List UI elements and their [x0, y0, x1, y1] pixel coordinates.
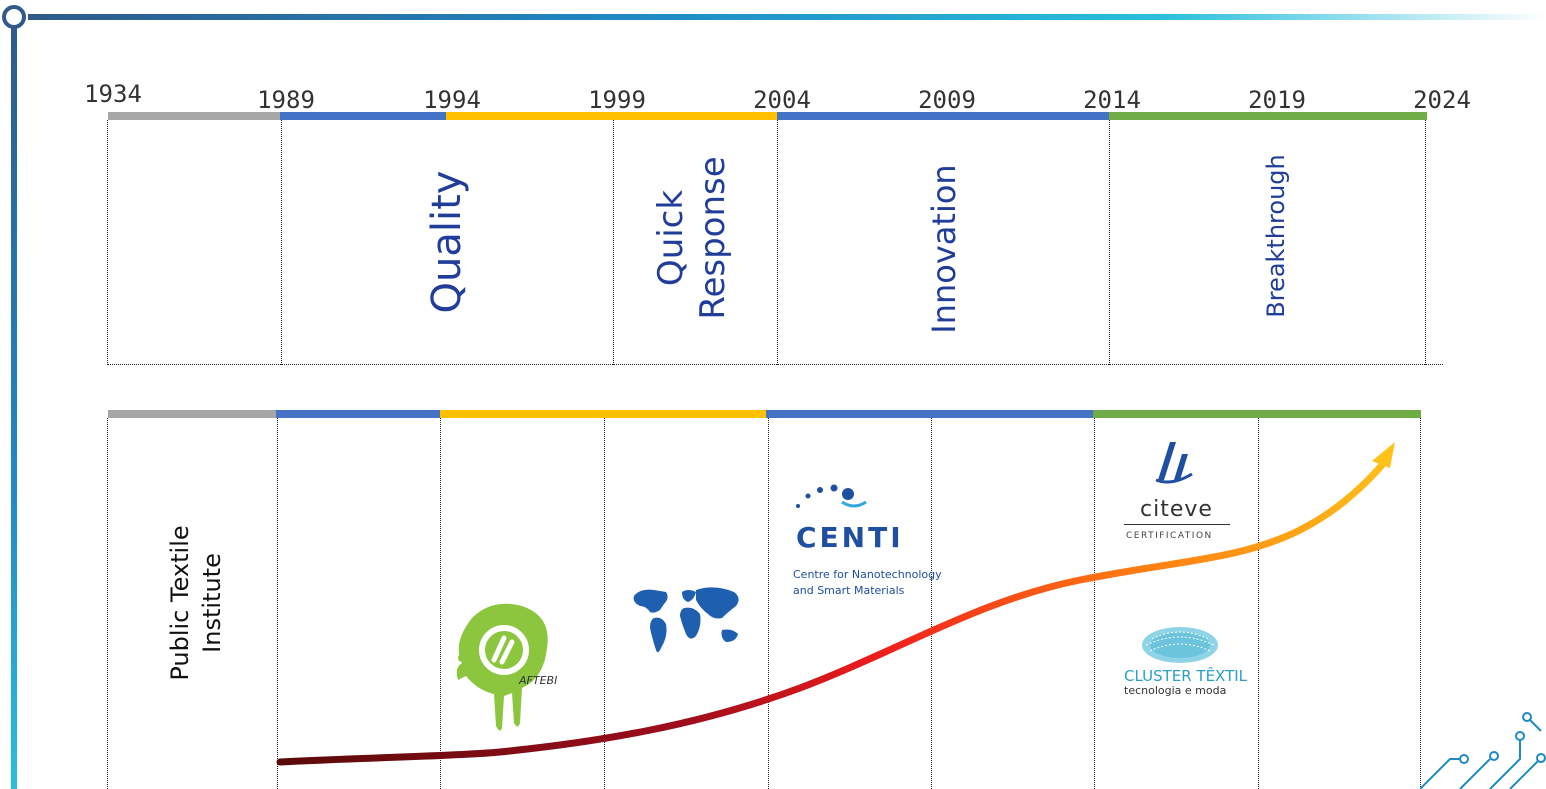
centi-subtitle: Centre for Nanotechnology and Smart Mate…	[793, 567, 942, 599]
top-divider	[777, 120, 778, 365]
year-label-2009: 2009	[918, 86, 976, 114]
year-label-2014: 2014	[1083, 86, 1141, 114]
bottom-divider	[1258, 418, 1259, 789]
frame-top-line	[28, 14, 1546, 20]
frame-left-line	[11, 20, 17, 789]
citeve-subtitle: CERTIFICATION	[1126, 531, 1213, 541]
citeve-name: citeve	[1140, 497, 1213, 522]
top-divider	[107, 120, 108, 365]
frame-corner-node-icon	[2, 5, 26, 29]
top-bottom-border	[107, 364, 1443, 365]
bottom-divider	[604, 418, 605, 789]
citeve-logo-icon	[1155, 442, 1193, 484]
bottom-divider	[931, 418, 932, 789]
year-label-1994: 1994	[423, 86, 481, 114]
top-bar-segment-yellow	[446, 112, 777, 120]
top-divider	[1425, 120, 1426, 365]
centi-name: CENTI	[796, 521, 904, 554]
aftebi-logo-icon	[456, 603, 548, 731]
year-label-2019: 2019	[1248, 86, 1306, 114]
citeve-divider	[1124, 524, 1230, 525]
year-label-2024: 2024	[1413, 86, 1471, 114]
top-divider	[613, 120, 614, 365]
top-bar-segment-blue-1	[280, 112, 446, 120]
circuit-decoration-icon	[1420, 712, 1546, 789]
centi-subtitle-line2: and Smart Materials	[793, 584, 905, 597]
bottom-divider	[277, 418, 278, 789]
top-bar-segment-gray	[108, 112, 280, 120]
year-label-1934: 1934	[84, 80, 142, 108]
year-label-2004: 2004	[753, 86, 811, 114]
cluster-textil-name: CLUSTER TÊXTIL	[1124, 667, 1248, 685]
top-divider	[1109, 120, 1110, 365]
centi-subtitle-line1: Centre for Nanotechnology	[793, 568, 942, 581]
growth-arrowhead-icon	[1372, 442, 1395, 468]
bottom-divider	[768, 418, 769, 789]
bottom-bar-segment-green	[1093, 410, 1421, 418]
growth-curve	[276, 454, 1392, 766]
cluster-textil-subtitle: tecnologia e moda	[1124, 684, 1227, 697]
year-label-1989: 1989	[257, 86, 315, 114]
bottom-bar-segment-yellow	[440, 410, 766, 418]
bottom-divider	[107, 418, 108, 789]
centi-logo-icon	[796, 484, 867, 508]
top-divider	[281, 120, 282, 365]
cluster-textil-logo-icon	[1142, 627, 1218, 663]
bottom-divider	[1420, 418, 1421, 789]
bottom-bar-segment-blue-1	[276, 410, 440, 418]
top-bar-segment-blue-2	[777, 112, 1109, 120]
top-bar-segment-green	[1109, 112, 1427, 120]
aftebi-name: AFTEBI	[519, 674, 558, 687]
bottom-bar-segment-gray	[108, 410, 276, 418]
bottom-divider	[1094, 418, 1095, 789]
bottom-divider	[440, 418, 441, 789]
year-label-1999: 1999	[588, 86, 646, 114]
world-map-icon	[633, 587, 739, 653]
bottom-bar-segment-blue-2	[766, 410, 1093, 418]
